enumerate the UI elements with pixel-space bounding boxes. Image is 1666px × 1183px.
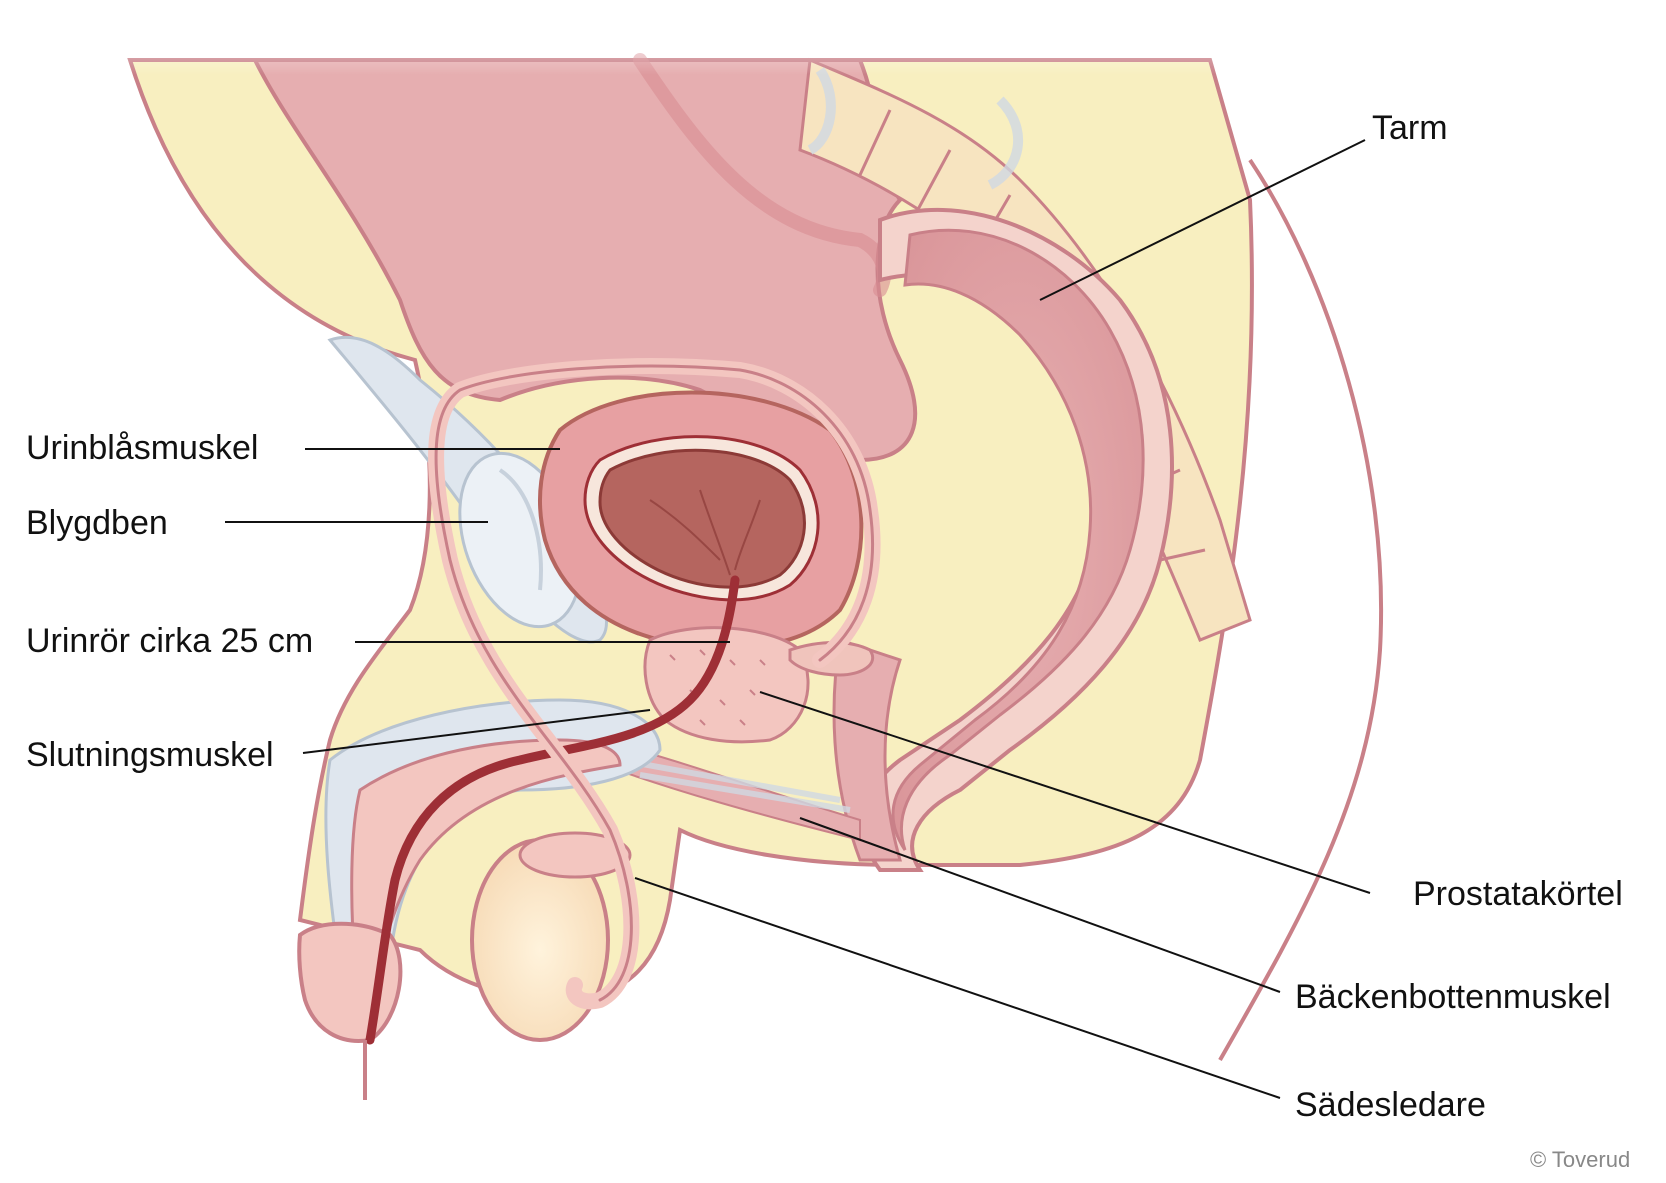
leader-slutningsmuskel (302, 709, 651, 754)
urethra (365, 575, 740, 1045)
rectum-lower (832, 638, 902, 862)
label-backenbottenmuskel: Bäckenbottenmuskel (1295, 978, 1611, 1016)
copyright-notice: © Toverud (1530, 1147, 1631, 1172)
top-fade (0, 0, 1666, 75)
leader-tarm (1039, 139, 1366, 301)
leader-backenbottenmuskel (799, 817, 1281, 993)
label-blygdben: Blygdben (26, 504, 168, 542)
prostate (643, 626, 810, 744)
label-tarm: Tarm (1372, 109, 1448, 147)
back-contour (1218, 158, 1384, 1061)
vas-deferens-outline (434, 364, 874, 1002)
leader-sadesledare (634, 877, 1281, 1099)
bowel-inner (891, 228, 1145, 851)
label-slutningsmuskel: Slutningsmuskel (26, 736, 274, 774)
label-urinblasmuskel: Urinblåsmuskel (26, 429, 259, 467)
bladder (538, 390, 864, 650)
pelvic-ligament (619, 757, 851, 813)
testis (470, 831, 632, 1042)
label-urinror: Urinrör cirka 25 cm (26, 622, 314, 660)
label-prostatakortel: Prostatakörtel (1413, 875, 1623, 913)
leader-lines (225, 139, 1371, 1099)
label-sadesledare: Sädesledare (1295, 1086, 1486, 1124)
leader-prostatakortel (759, 691, 1371, 894)
